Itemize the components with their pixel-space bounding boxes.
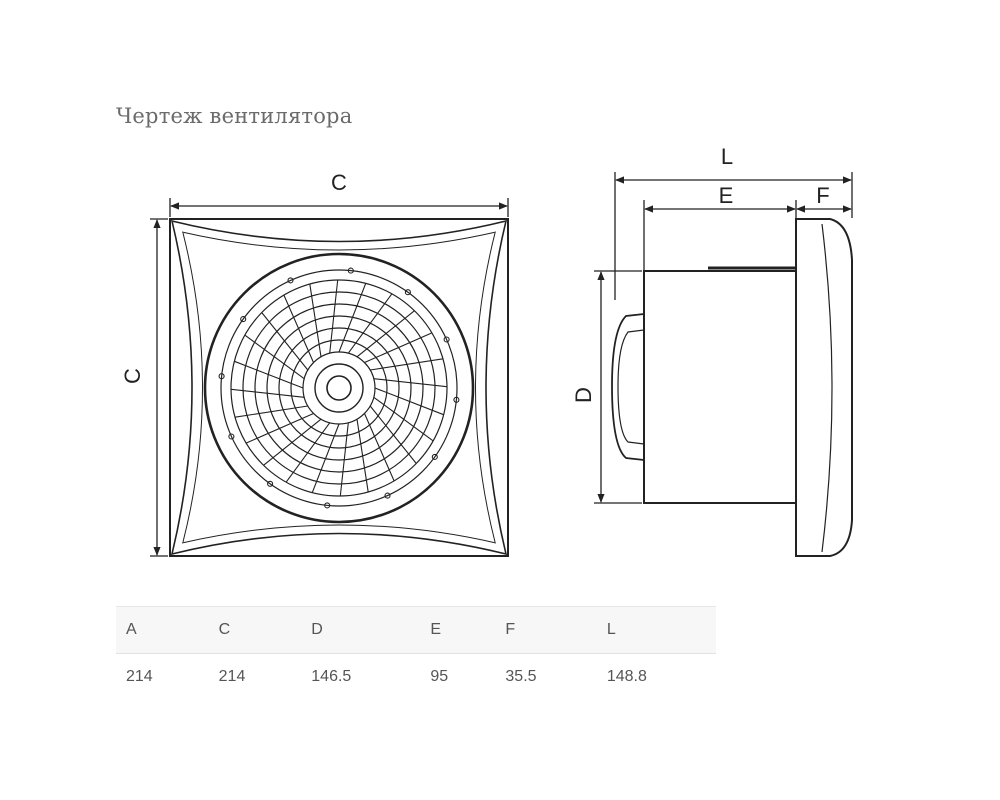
table-row: 214 214 146.5 95 35.5 148.8 [116,654,716,701]
blade-line [283,294,315,363]
front-view [169,218,509,557]
blade-line [230,388,305,398]
grille-tab [431,453,438,460]
panel-depth-label: F [816,183,829,208]
grille-tab [404,289,411,296]
blade-line [370,358,444,371]
fan-blades [218,267,460,509]
front-panel-bevel [170,219,508,556]
value-cell: 146.5 [311,668,352,685]
blade-line [363,413,395,482]
front-height-label: C [120,368,145,384]
blade-line [347,293,393,354]
page-title: Чертеж вентилятора [116,104,353,128]
grille [203,252,475,524]
grille-tab [347,267,354,274]
front-panel-outline [169,218,509,557]
grille-tab [324,502,331,509]
motor-body [643,270,797,504]
blade-line [263,418,322,466]
value-cell: 214 [218,668,246,685]
body-diameter-label: D [571,387,596,403]
blade-line [356,419,369,493]
header-cell: F [495,606,597,654]
value-cell: 148.8 [606,668,647,685]
blade-line [338,283,367,353]
header-cell: D [301,606,421,654]
grille-tab [240,316,247,323]
header-cell: A [116,606,209,654]
blade-line [373,396,434,442]
blade-line [245,412,314,444]
blade-line [261,312,309,371]
side-dimensions [594,172,853,504]
header-cell: C [208,606,302,654]
value-cell: 95 [430,668,449,685]
blade-line [373,378,448,388]
body-depth-label: E [719,183,734,208]
blade-line [234,360,304,389]
grille-tab [453,396,460,403]
blade-line [374,387,444,416]
grille-tab [384,492,391,499]
blade-line [285,422,331,483]
spigot [611,313,645,461]
header-cell: L [596,606,716,654]
side-panel [795,218,853,557]
blade-line [311,423,340,493]
blade-line [244,334,305,380]
grille-tab [267,480,274,487]
value-cell: 35.5 [505,668,537,685]
front-dimensions [150,198,509,557]
blade-line [339,422,349,497]
header-cell: E [420,606,496,654]
grille-tab [228,433,235,440]
total-depth-label: L [721,144,733,169]
blade-line [364,332,433,364]
dimensions-table: A C D E F L 214 214 146.5 95 35.5 148.8 [116,606,716,700]
value-cell: 214 [126,668,153,685]
front-width-label: C [331,170,347,195]
grille-tab [443,336,450,343]
blade-line [369,405,417,464]
table-header-row: A C D E F L [116,606,716,654]
blade-line [234,405,308,418]
blade-line [309,283,322,357]
grille-tab [287,277,294,284]
blade-line [356,310,415,358]
side-view [611,218,853,557]
blade-line [329,279,339,354]
grille-tab [218,373,225,380]
